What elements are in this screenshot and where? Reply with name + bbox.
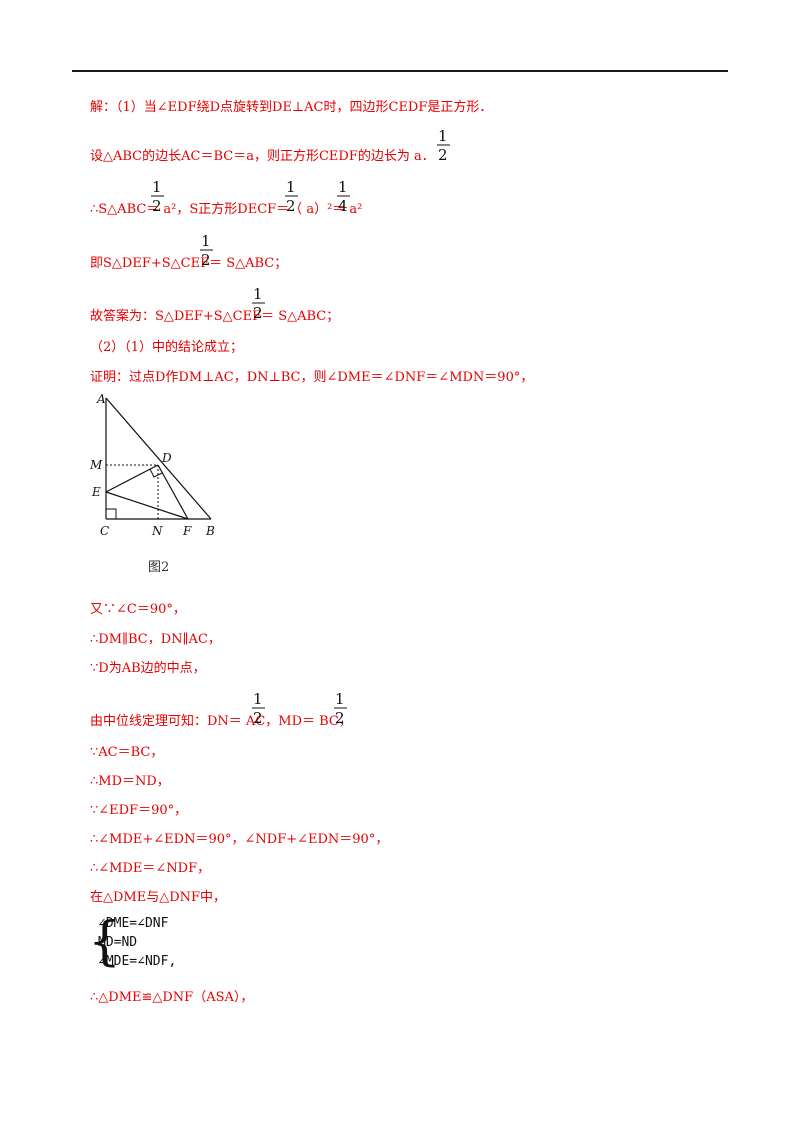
label-B: B [205, 524, 215, 538]
svg-text:2: 2 [253, 304, 263, 321]
svg-text:2: 2 [253, 709, 263, 726]
svg-text:2: 2 [152, 197, 162, 214]
fraction-half-3: 1 2 [284, 178, 300, 219]
fraction-glyph: 1 2 [151, 178, 164, 215]
fraction-half-6: 1 2 [251, 690, 267, 731]
fraction-glyph: 1 4 [337, 178, 350, 215]
triangle-diagram: A M E C N F B D [89, 392, 215, 538]
svg-text:1: 1 [152, 178, 162, 196]
svg-text:2: 2 [201, 251, 211, 268]
svg-text:1: 1 [201, 232, 211, 250]
fraction-glyph: 1 2 [252, 690, 265, 727]
fraction-glyph: 1 2 [252, 285, 265, 322]
solution-line-6: （2）（1）中的结论成立； [90, 340, 244, 355]
fraction-quarter: 1 4 [336, 178, 352, 219]
fraction-half-1: 1 2 [436, 127, 452, 168]
label-D: D [161, 451, 172, 465]
fraction-half-4: 1 2 [199, 232, 215, 273]
fraction-half-2: 1 2 [150, 178, 166, 219]
label-C: C [100, 524, 109, 538]
geometry-figure: A M E C N F B D [84, 388, 234, 552]
equation-system: { ∠DME=∠DNF MD=ND ∠MDE=∠NDF, [88, 912, 177, 972]
solution-line-8: 又∵∠C＝90°， [90, 602, 186, 617]
solution-line-11: 由中位线定理可知：DN＝ AC，MD＝ BC， [90, 714, 352, 729]
system-row-1: ∠DME=∠DNF [98, 916, 169, 931]
fraction-glyph: 1 2 [285, 178, 298, 215]
svg-text:1: 1 [335, 690, 345, 708]
solution-line-18: ∴△DME≌△DNF（ASA）， [90, 990, 254, 1005]
system-row-3: ∠MDE=∠NDF, [98, 954, 177, 969]
fraction-half-7: 1 2 [333, 690, 349, 731]
solution-line-4: 即S△DEF+S△CEF＝ S△ABC； [90, 256, 288, 271]
svg-text:2: 2 [286, 197, 296, 214]
system-row-2: MD=ND [98, 935, 138, 950]
fraction-glyph: 1 2 [334, 690, 347, 727]
solution-line-1: 解：（1）当∠EDF绕D点旋转到DE⊥AC时，四边形CEDF是正方形． [90, 100, 493, 115]
solution-line-15: ∴∠MDE+∠EDN＝90°，∠NDF+∠EDN＝90°， [90, 832, 389, 847]
solution-line-10: ∵D为AB边的中点， [90, 661, 206, 676]
left-brace: { [88, 912, 122, 972]
solution-line-5: 故答案为：S△DEF+S△CEF＝ S△ABC； [90, 309, 340, 324]
figure-caption: 图2 [148, 560, 170, 575]
solution-line-12: ∵AC＝BC， [90, 745, 164, 760]
solution-line-14: ∵∠EDF＝90°， [90, 803, 188, 818]
solution-line-16: ∴∠MDE＝∠NDF， [90, 861, 211, 876]
solution-line-2: 设△ABC的边长AC＝BC＝a，则正方形CEDF的边长为 a． [90, 149, 435, 164]
svg-text:1: 1 [338, 178, 348, 196]
svg-text:4: 4 [338, 197, 348, 214]
solution-line-13: ∴MD＝ND， [90, 774, 170, 789]
solution-line-17: 在△DME与△DNF中， [90, 890, 227, 905]
label-A: A [96, 392, 106, 406]
solution-line-9: ∴DM∥BC，DN∥AC， [90, 632, 221, 647]
solution-line-3: ∴S△ABC＝ a²，S正方形DECF＝（ a）²＝ a² [90, 202, 363, 217]
svg-text:2: 2 [438, 146, 448, 163]
svg-text:1: 1 [253, 285, 263, 303]
svg-text:2: 2 [335, 709, 345, 726]
svg-text:1: 1 [253, 690, 263, 708]
label-N: N [151, 524, 163, 538]
solution-line-7: 证明：过点D作DM⊥AC，DN⊥BC，则∠DME＝∠DNF＝∠MDN＝90°， [90, 370, 534, 385]
fraction-glyph: 1 2 [200, 232, 213, 269]
svg-text:1: 1 [438, 127, 448, 145]
fraction-half-5: 1 2 [251, 285, 267, 326]
label-F: F [182, 524, 192, 538]
fraction-glyph: 1 2 [437, 127, 450, 164]
svg-text:1: 1 [286, 178, 296, 196]
label-E: E [91, 485, 101, 499]
label-M: M [89, 458, 103, 472]
top-rule [72, 70, 728, 72]
